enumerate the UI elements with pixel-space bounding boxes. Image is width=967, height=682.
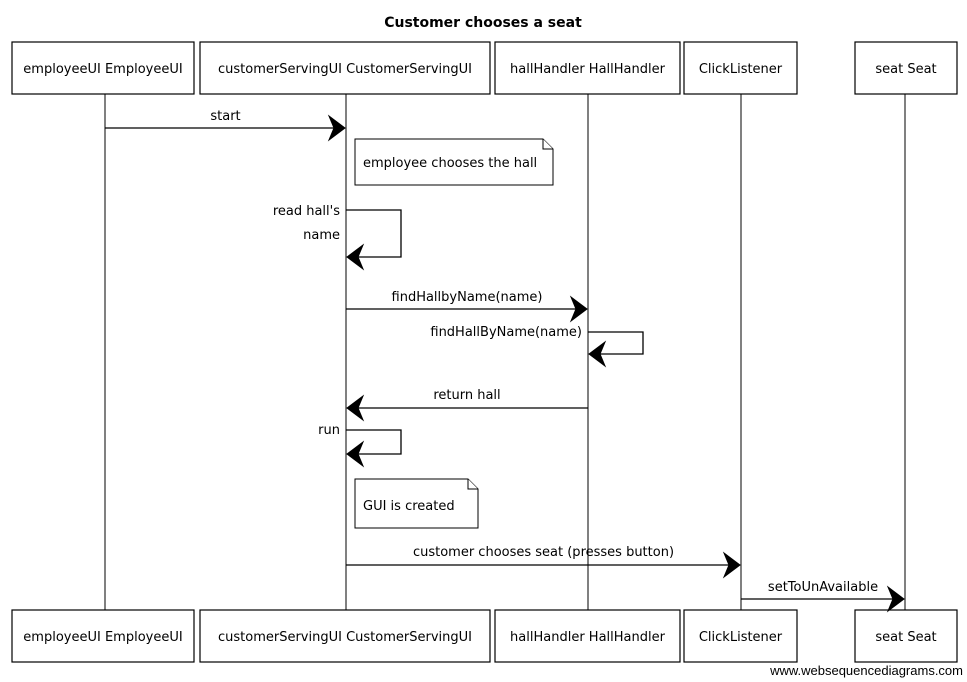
footer-watermark: www.websequencediagrams.com [770, 663, 963, 678]
participant-label: customerServingUI CustomerServingUI [218, 630, 472, 645]
arrow-head [886, 585, 905, 613]
note-box [354, 478, 479, 529]
arrow-head [722, 551, 741, 579]
participant-top-seat: seat Seat [854, 41, 958, 95]
arrow-head [569, 295, 588, 323]
self-message-line [588, 331, 644, 355]
message-label: read hall's [273, 204, 340, 219]
self-message-line [346, 429, 402, 455]
participant-top-hallHandler: hallHandler HallHandler [494, 41, 681, 95]
note-7: GUI is created [354, 478, 479, 529]
arrow-head [346, 440, 365, 468]
participant-top-customerServingUI: customerServingUI CustomerServingUI [199, 41, 491, 95]
participant-top-clickListener: ClickListener [683, 41, 798, 95]
arrow-head [346, 394, 365, 422]
note-fold [467, 479, 478, 490]
messages: start employee chooses the hall read hall'… [105, 109, 905, 613]
participant-bottom-hallHandler: hallHandler HallHandler [494, 609, 681, 663]
participant-label: seat Seat [875, 630, 936, 645]
note-1: employee chooses the hall [354, 138, 554, 186]
note-fold [542, 139, 553, 150]
message-label: return hall [433, 388, 500, 403]
participant-bottom-customerServingUI: customerServingUI CustomerServingUI [199, 609, 491, 663]
diagram-title: Customer chooses a seat [384, 15, 582, 31]
message-label: findHallByName(name) [430, 325, 582, 340]
message-8: customer chooses seat (presses button) [346, 545, 741, 579]
self-message-line [346, 209, 402, 258]
participant-label: hallHandler HallHandler [510, 62, 666, 77]
participant-label: employeeUI EmployeeUI [23, 630, 182, 645]
participants-bottom: employeeUI EmployeeUI customerServingUI C… [11, 609, 958, 663]
participant-box [199, 41, 491, 95]
arrow-head [346, 243, 365, 271]
participant-box [11, 41, 195, 95]
participant-box [494, 41, 681, 95]
message-label: findHallbyName(name) [392, 290, 543, 305]
participant-label: ClickListener [699, 62, 783, 77]
arrow-head [588, 340, 607, 368]
participant-label: customerServingUI CustomerServingUI [218, 62, 472, 77]
arrow-head [327, 114, 346, 142]
message-2: read hall's name [273, 204, 402, 271]
participant-box [854, 41, 958, 95]
message-6: run [318, 423, 402, 468]
participant-label: employeeUI EmployeeUI [23, 62, 182, 77]
message-9: setToUnAvailable [741, 580, 905, 613]
participant-label: hallHandler HallHandler [510, 630, 666, 645]
note-text: employee chooses the hall [363, 156, 537, 171]
participant-top-employeeUI: employeeUI EmployeeUI [11, 41, 195, 95]
participant-bottom-seat: seat Seat [854, 609, 958, 663]
participant-box [683, 609, 798, 663]
participant-box [11, 609, 195, 663]
message-5: return hall [346, 388, 588, 422]
message-label: setToUnAvailable [768, 580, 878, 595]
message-4: findHallByName(name) [430, 325, 644, 368]
participant-bottom-clickListener: ClickListener [683, 609, 798, 663]
message-label: start [210, 109, 240, 124]
message-label: name [303, 228, 340, 243]
note-box [354, 138, 554, 186]
participant-box [854, 609, 958, 663]
participant-bottom-employeeUI: employeeUI EmployeeUI [11, 609, 195, 663]
participant-label: ClickListener [699, 630, 783, 645]
participant-box [494, 609, 681, 663]
message-0: start [105, 109, 346, 142]
message-label: run [318, 423, 340, 438]
note-text: GUI is created [363, 499, 455, 514]
participant-box [683, 41, 798, 95]
message-3: findHallbyName(name) [346, 290, 588, 323]
message-label: customer chooses seat (presses button) [413, 545, 674, 560]
lifelines [104, 94, 906, 610]
participants-top: employeeUI EmployeeUI customerServingUI C… [11, 41, 958, 95]
participant-label: seat Seat [875, 62, 936, 77]
participant-box [199, 609, 491, 663]
